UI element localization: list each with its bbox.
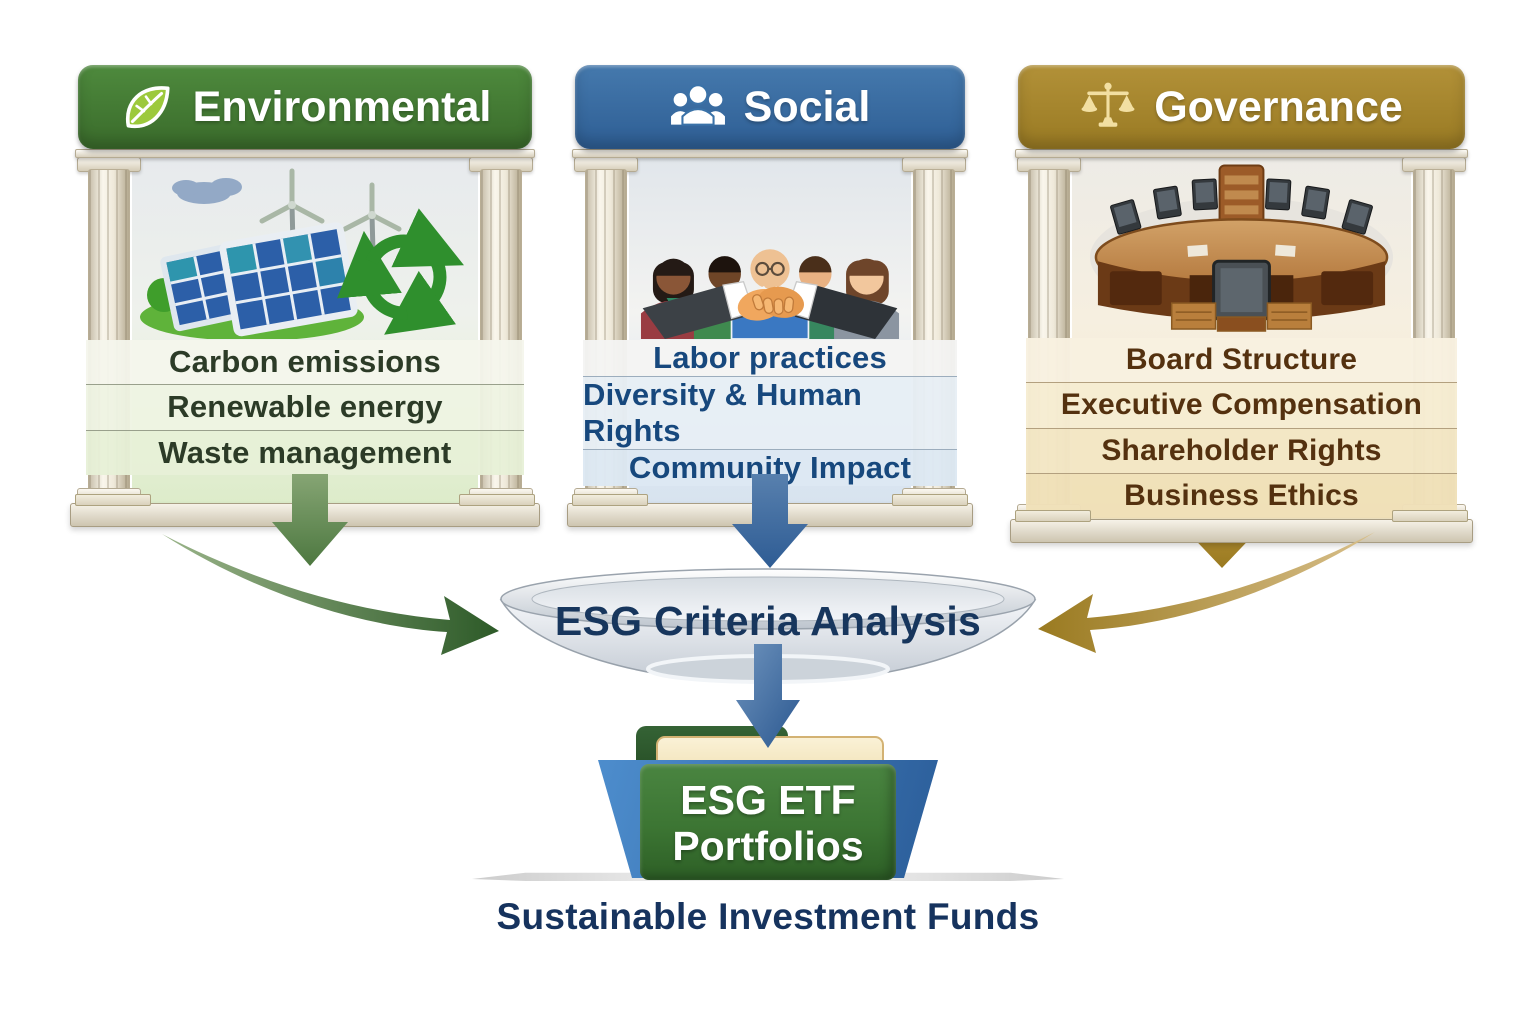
pillar-title: Social — [743, 82, 871, 131]
pillar-ledge — [75, 149, 535, 158]
folder-label-line1: ESG ETF — [680, 777, 856, 824]
pillar-base — [1010, 510, 1473, 543]
folder-front — [640, 764, 896, 880]
environmental-illustration — [132, 157, 478, 339]
environmental-curved-arrow — [162, 534, 499, 655]
funnel-label: ESG Criteria Analysis — [554, 597, 982, 644]
pillar-environmental: Carbon emissions Renewable energy Waste … — [70, 65, 540, 527]
cloud-icon — [172, 178, 242, 204]
pillar-header-environmental: Environmental — [78, 65, 532, 149]
pillar-governance: Board Structure Executive Compensation S… — [1010, 65, 1473, 543]
list-item: Board Structure — [1026, 338, 1457, 383]
pillar-ledge — [1015, 149, 1468, 158]
environmental-down-arrow — [272, 474, 348, 566]
list-item: Shareholder Rights — [1026, 427, 1457, 473]
pillar-social: Labor practices Diversity & Human Rights… — [567, 65, 973, 527]
pillar-ledge — [572, 149, 968, 158]
social-items-list: Labor practices Diversity & Human Rights… — [583, 340, 957, 486]
boardroom-table-icon — [1094, 218, 1389, 321]
folder-label-line2: Portfolios — [672, 823, 864, 869]
social-down-arrow — [732, 474, 808, 568]
list-item: Carbon emissions — [86, 340, 524, 385]
pillar-header-social: Social — [575, 65, 965, 149]
pillar-title: Governance — [1154, 82, 1403, 131]
governance-curved-arrow — [1038, 532, 1375, 653]
caption-sustainable-investment-funds: Sustainable Investment Funds — [496, 896, 1040, 937]
monitor-icon — [1110, 178, 1373, 235]
list-item: Labor practices — [583, 340, 957, 376]
list-item: Community Impact — [583, 449, 957, 486]
governance-illustration — [1072, 157, 1411, 337]
pillar-title: Environmental — [192, 82, 492, 131]
list-item: Business Ethics — [1026, 472, 1457, 518]
scales-icon — [1080, 79, 1136, 135]
solar-panel-icon — [160, 222, 358, 337]
social-illustration — [629, 157, 911, 339]
list-item: Executive Compensation — [1026, 382, 1457, 428]
funnel-output-arrow — [736, 644, 800, 748]
folder-label: ESG ETF Portfolios — [640, 776, 896, 872]
pillar-header-governance: Governance — [1018, 65, 1465, 149]
people-icon — [670, 79, 726, 135]
recycle-icon — [337, 208, 465, 335]
list-item: Diversity & Human Rights — [583, 376, 957, 449]
governance-items-list: Board Structure Executive Compensation S… — [1026, 338, 1457, 518]
handshake-icon — [642, 281, 898, 339]
list-item: Waste management — [86, 429, 524, 475]
environmental-items-list: Carbon emissions Renewable energy Waste … — [86, 340, 524, 475]
list-item: Renewable energy — [86, 384, 524, 430]
leaf-icon — [119, 79, 175, 135]
